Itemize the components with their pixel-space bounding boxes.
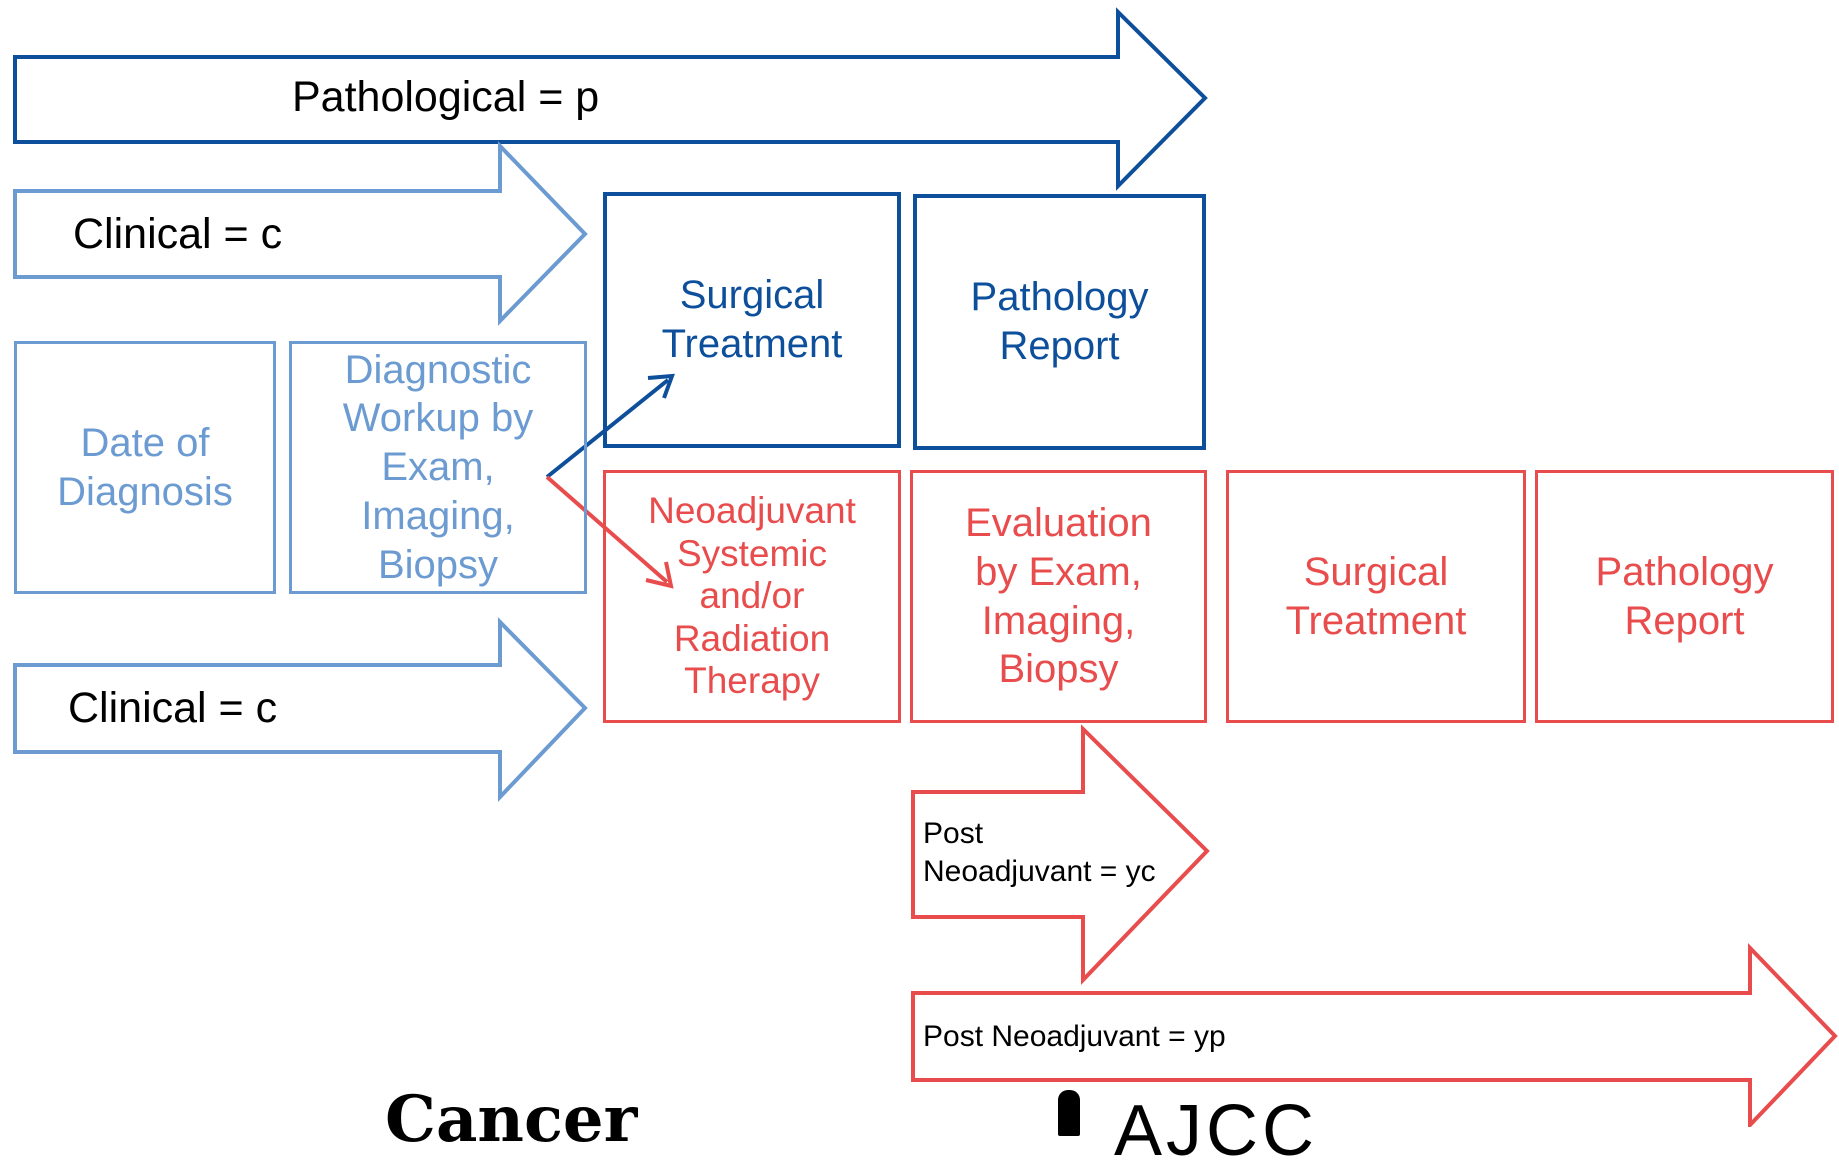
connector-arrowhead-red	[645, 561, 674, 589]
clinical-label-top: Clinical = c	[73, 210, 283, 258]
clinical-arrow-top	[13, 141, 588, 326]
clinical-arrow-bottom	[13, 617, 588, 802]
surgical-treatment-box-bottom: Surgical Treatment	[1226, 470, 1526, 723]
connector-to-surgical-treatment	[545, 378, 670, 479]
cancer-logo: Cancer	[385, 1082, 638, 1157]
surgical-treatment-box-top: Surgical Treatment	[603, 192, 901, 448]
post-neoadjuvant-yc-arrow	[911, 724, 1210, 985]
pathology-report-box-bottom: Pathology Report	[1535, 470, 1834, 723]
connector-arrowhead-blue	[647, 373, 675, 399]
pathological-label: Pathological = p	[292, 73, 600, 121]
connector-to-neoadjuvant	[545, 475, 669, 584]
ajcc-emblem-icon	[1058, 1090, 1080, 1136]
evaluation-box: Evaluation by Exam, Imaging, Biopsy	[910, 470, 1207, 723]
ajcc-logo: AJCC	[1058, 1090, 1318, 1172]
pathological-arrow	[13, 7, 1208, 191]
clinical-label-bottom: Clinical = c	[68, 684, 278, 732]
post-neoadjuvant-yp-label: Post Neoadjuvant = yp	[923, 1020, 1226, 1053]
diagnostic-workup-box: Diagnostic Workup by Exam, Imaging, Biop…	[289, 341, 587, 594]
diagram-arrows	[13, 7, 1838, 1127]
ajcc-logo-text: AJCC	[1114, 1091, 1319, 1171]
pathology-report-box-top: Pathology Report	[913, 194, 1206, 450]
date-of-diagnosis-box: Date of Diagnosis	[14, 341, 276, 594]
neoadjuvant-therapy-box: Neoadjuvant Systemic and/or Radiation Th…	[603, 470, 901, 723]
post-neoadjuvant-yp-arrow	[911, 943, 1838, 1127]
post-neoadjuvant-yc-label: Post Neoadjuvant = yc	[923, 817, 1156, 888]
